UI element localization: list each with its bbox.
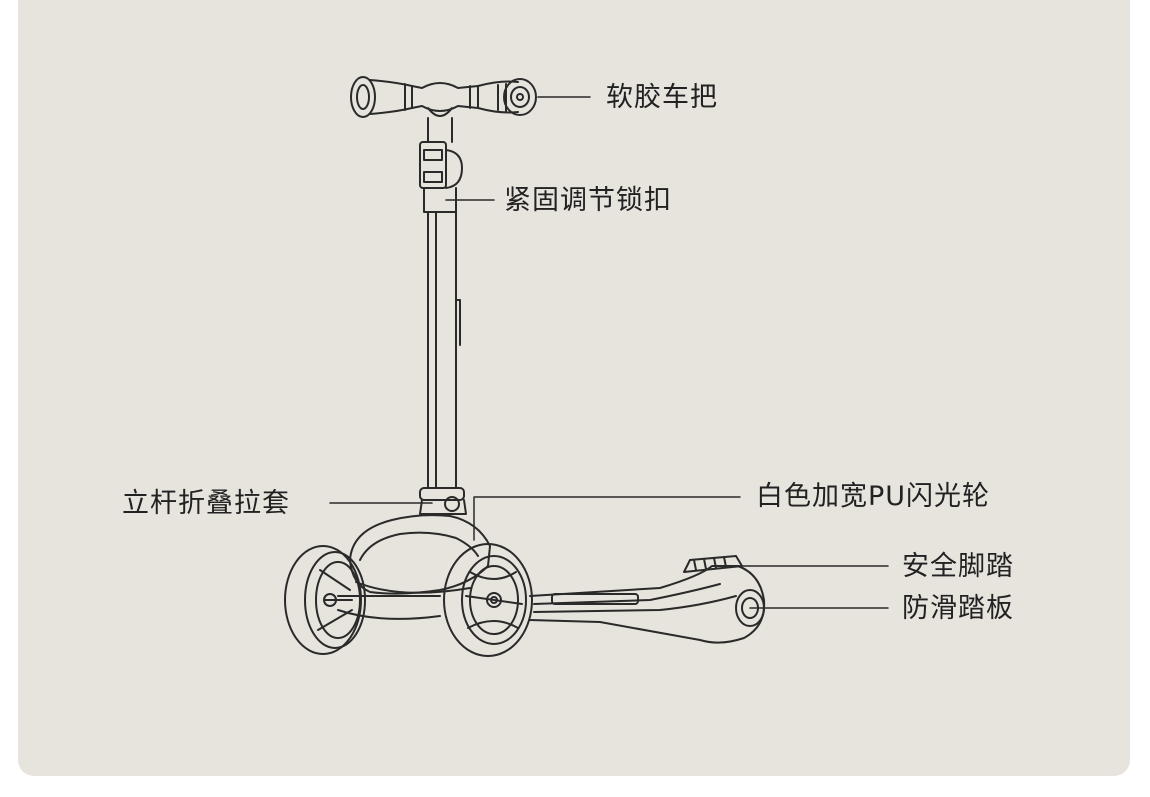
label-anti-slip-deck: 防滑踏板 [902,593,1014,624]
lock-graphic [419,117,463,213]
label-fold-sleeve: 立杆折叠拉套 [122,488,290,519]
foot-brake-graphic [683,555,743,573]
leader-lines [329,96,889,609]
leader-line-wheel [473,496,741,541]
label-wheel: 白色加宽PU闪光轮 [756,481,991,512]
label-handlebar: 软胶车把 [606,82,718,113]
left-wheel-graphic [284,545,366,655]
stem-graphic [427,211,461,489]
right-wheel-graphic [443,543,533,657]
handlebar-graphic [350,76,537,118]
label-lock: 紧固调节锁扣 [504,185,672,216]
fold-sleeve-graphic [419,487,467,515]
diagram-panel [18,0,1130,776]
front-body-graphic [349,514,491,595]
deck-graphic [337,565,766,644]
label-foot-brake: 安全脚踏 [902,551,1014,582]
